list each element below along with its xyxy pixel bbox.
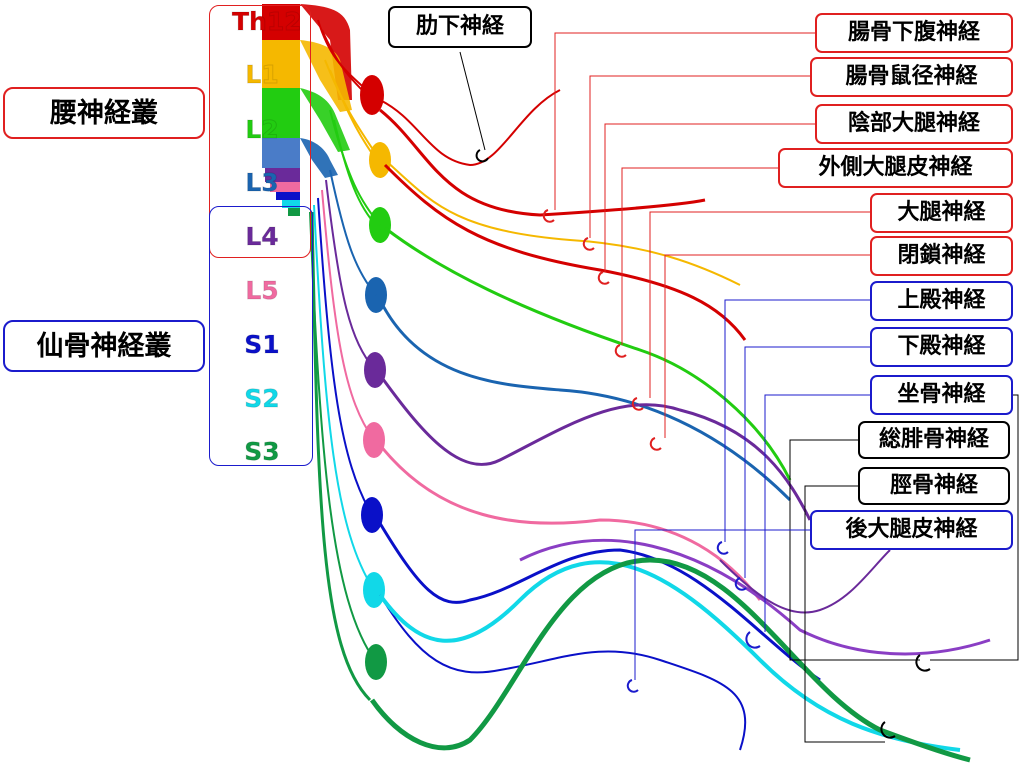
leader-lines — [459, 32, 1019, 743]
rootlets — [309, 19, 381, 702]
common-peroneal-nerve-label: 総腓骨神経 — [858, 421, 1010, 459]
tibial-nerve-label: 脛骨神経 — [858, 467, 1010, 505]
segment-l2: L2 — [245, 115, 279, 145]
subcostal-nerve-label: 肋下神経 — [388, 6, 532, 48]
segment-l5: L5 — [245, 276, 279, 306]
lumbar-plexus-label: 腰神経叢 — [3, 87, 205, 139]
segment-l4: L4 — [245, 222, 279, 252]
ganglia — [360, 75, 391, 680]
segment-s2: S2 — [244, 384, 280, 414]
lateral-femoral-cutaneous-nerve-label: 外側大腿皮神経 — [778, 148, 1013, 188]
lumbar-group-bracket — [209, 5, 311, 258]
segment-l1: L1 — [245, 60, 279, 90]
sacral-plexus-label: 仙骨神経叢 — [3, 320, 205, 372]
nerve-branches — [369, 89, 991, 763]
genitofemoral-nerve-label: 陰部大腿神経 — [815, 104, 1013, 144]
sacral-group-bracket — [209, 206, 313, 466]
segment-s3: S3 — [244, 437, 280, 467]
segment-l3: L3 — [245, 168, 279, 198]
femoral-nerve-label: 大腿神経 — [870, 193, 1013, 233]
posterior-femoral-cutaneous-nerve-label: 後大腿皮神経 — [810, 510, 1013, 550]
sciatic-nerve-label: 坐骨神経 — [870, 375, 1013, 415]
superior-gluteal-nerve-label: 上殿神経 — [870, 281, 1013, 321]
ilioinguinal-nerve-label: 腸骨鼠径神経 — [810, 57, 1013, 97]
nerve-markers — [475, 149, 931, 739]
segment-s1: S1 — [244, 330, 280, 360]
inferior-gluteal-nerve-label: 下殿神経 — [870, 327, 1013, 367]
obturator-nerve-label: 閉鎖神経 — [870, 236, 1013, 276]
iliohypogastric-nerve-label: 腸骨下腹神経 — [815, 13, 1013, 53]
segment-th12: Th12 — [232, 7, 303, 37]
spinal-column — [262, 4, 352, 216]
